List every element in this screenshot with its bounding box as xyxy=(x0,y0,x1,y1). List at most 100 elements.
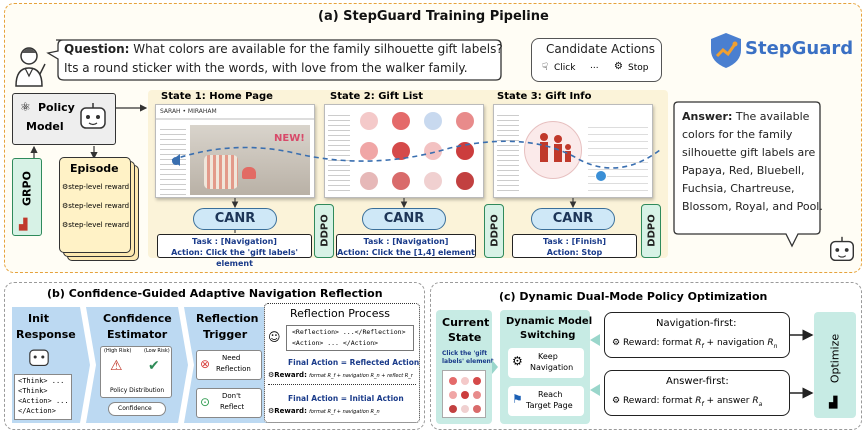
answer-label: Answer: xyxy=(682,110,732,123)
need-reflection-icon: ⊗ xyxy=(200,357,210,371)
stepguard-logo-text: StepGuard xyxy=(745,38,853,59)
reward-1-label: Reward: xyxy=(274,371,307,379)
candidate-actions-title: Candidate Actions xyxy=(546,42,655,56)
need-reflection-1: Need xyxy=(222,354,240,362)
ans-reward-plus: + answer xyxy=(707,396,750,406)
answer-line-2: silhouette gift labels are xyxy=(682,146,815,159)
process-tag-1: <Reflection> ...</Reflection> xyxy=(292,328,406,336)
ans-first-reward: ⚙ Reward: format Rf + answer Ra xyxy=(612,396,762,408)
current-state-1: Current xyxy=(442,316,489,329)
final-action-initial: Final Action = Initial Action xyxy=(288,394,404,403)
init-tag-2: <Think> xyxy=(18,387,48,395)
task-2-task: Task : [Navigation] xyxy=(337,236,475,247)
nav-reward-label: Reward: xyxy=(623,338,660,348)
init-tag-4: </Action> xyxy=(18,407,56,415)
confidence-title-2: Estimator xyxy=(107,328,167,341)
optimize-label: Optimize xyxy=(829,329,842,389)
answer-line-5: Blossom, Royal, and Pool. xyxy=(682,200,823,213)
state-1-title: State 1: Home Page xyxy=(161,91,273,102)
task-box-1: Task : [Navigation] Action: Click the 'g… xyxy=(157,234,312,258)
episode-reward-1: ⚙step-level reward xyxy=(62,183,129,191)
trigger-title-1: Reflection xyxy=(196,312,258,325)
current-state-grid xyxy=(446,374,484,416)
answer-line-1: colors for the family xyxy=(682,128,792,141)
dont-reflect-icon: ⊙ xyxy=(200,395,210,409)
answer-line-0: Answer: The available xyxy=(682,110,809,123)
episode-title: Episode xyxy=(70,162,119,175)
nav-reward-plus: + navigation xyxy=(707,338,765,348)
task-1-action: Action: Click the 'gift labels' element xyxy=(158,247,311,269)
answer-line-4: Fuchsia, Chartreuse, xyxy=(682,182,794,195)
site-name: SARAH • MIRAHAM xyxy=(160,108,217,115)
current-state-thumb xyxy=(442,370,486,418)
candidate-stop-icon: ⚙ xyxy=(614,61,623,72)
question-text-1: What colors are available for the family… xyxy=(133,42,502,56)
current-state-2: State xyxy=(448,331,481,344)
click-note-2: labels' element xyxy=(442,358,494,365)
question-line-1: Question: What colors are available for … xyxy=(64,42,503,56)
final-action-reflected: Final Action = Reflected Action xyxy=(288,358,419,367)
task-1-task: Task : [Navigation] xyxy=(158,236,311,247)
episode-reward-text-2: step-level reward xyxy=(68,202,129,210)
pipeline-title: (a) StepGuard Training Pipeline xyxy=(318,9,549,24)
task-2-action: Action: Click the [1,4] element xyxy=(337,247,475,258)
reflection-process-title: Reflection Process xyxy=(290,307,390,320)
question-line-2: Its a round sticker with the words, with… xyxy=(64,61,468,75)
answer-text-0: The available xyxy=(736,110,810,123)
answer-robot-icon xyxy=(826,234,858,266)
confidence-title-1: Confidence xyxy=(103,312,172,325)
candidate-click: Click xyxy=(554,63,575,73)
optimize-chart-icon: ▟ xyxy=(829,396,837,409)
ans-reward-format: format xyxy=(662,396,692,406)
candidate-click-icon: ☟ xyxy=(542,62,548,73)
reward-1: ⚙Reward: format R_f + navigation R_n + r… xyxy=(268,371,413,379)
task-3-action: Action: Stop xyxy=(513,247,636,258)
episode-reward-text-3: step-level reward xyxy=(68,221,129,229)
dont-reflect-2: Reflect xyxy=(220,403,244,411)
state-3-title: State 3: Gift Info xyxy=(497,91,592,102)
trigger-title-2: Trigger xyxy=(203,328,247,341)
stepguard-logo-icon xyxy=(706,30,746,70)
task-box-2: Task : [Navigation] Action: Click the [1… xyxy=(336,234,476,258)
init-label-2: Response xyxy=(16,328,76,341)
process-divider xyxy=(268,384,416,385)
init-robot-icon xyxy=(26,344,52,370)
reward-2-label: Reward: xyxy=(274,407,307,415)
nav-reward-format: format xyxy=(662,338,692,348)
optimization-title: (c) Dynamic Dual-Mode Policy Optimizatio… xyxy=(499,290,767,303)
episode-reward-3: ⚙step-level reward xyxy=(62,221,129,229)
need-reflection-2: Reflection xyxy=(216,365,251,373)
answer-line-3: Papaya, Red, Bluebell, xyxy=(682,164,804,177)
process-robot-icon: ☺ xyxy=(268,330,281,344)
reflection-title: (b) Confidence-Guided Adaptive Navigatio… xyxy=(47,287,383,300)
episode-reward-2: ⚙step-level reward xyxy=(62,202,129,210)
task-box-3: Task : [Finish] Action: Stop xyxy=(512,234,637,258)
policy-distribution: Policy Distribution xyxy=(110,387,164,394)
grpo-chart-icon: ▟ xyxy=(19,218,27,231)
candidate-dots: ... xyxy=(590,61,599,71)
init-tag-1: <Think> ... xyxy=(18,377,64,385)
trajectory-line xyxy=(150,120,680,200)
reward-1-text: format R_f + navigation R_n + reflect R_… xyxy=(309,373,413,379)
conf-warning-icon: ⚠ xyxy=(110,358,123,374)
confidence-label: Confidence xyxy=(118,405,152,412)
reward-2: ⚙Reward: format R_f + navigation R_n xyxy=(268,407,380,415)
init-tag-3: <Action> ... xyxy=(18,397,69,405)
episode-reward-text-1: step-level reward xyxy=(68,183,129,191)
nav-first-reward: ⚙ Reward: format Rf + navigation Rn xyxy=(612,338,777,350)
reward-2-text: format R_f + navigation R_n xyxy=(309,409,380,415)
state-arrows xyxy=(150,196,670,236)
init-label-1: Init xyxy=(28,312,49,325)
init-tag-1-text: <Think> xyxy=(18,377,48,385)
question-label: Question: xyxy=(64,42,129,56)
state-2-title: State 2: Gift List xyxy=(330,91,423,102)
conf-check-icon: ✔ xyxy=(148,358,160,374)
dont-reflect-1: Don't xyxy=(222,392,241,400)
init-dots-3: ... xyxy=(56,397,69,405)
process-tag-2: <Action> ... </Action> xyxy=(292,339,378,347)
task-3-task: Task : [Finish] xyxy=(513,236,636,247)
grpo-label: GRPO xyxy=(21,169,34,209)
ans-first-title: Answer-first: xyxy=(666,376,729,387)
click-note-1: Click the 'gift xyxy=(442,350,487,357)
init-tag-3-text: <Action> xyxy=(18,397,52,405)
